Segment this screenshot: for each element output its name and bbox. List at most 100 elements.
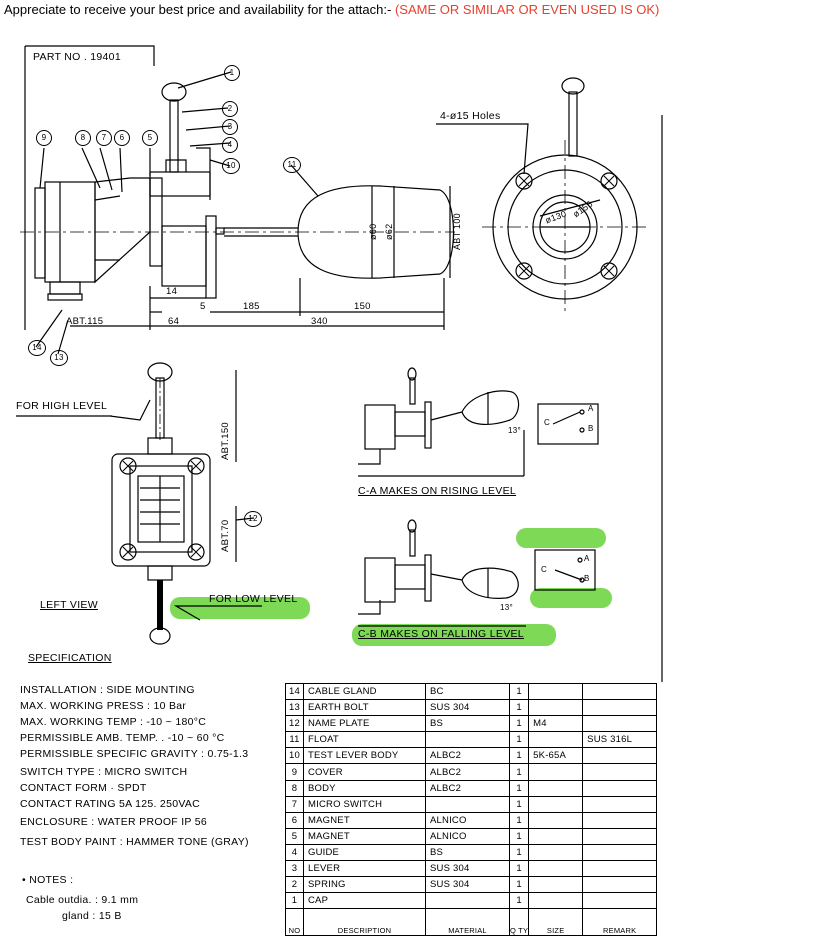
bom-cell-size <box>528 827 584 845</box>
bom-cell-mat: SUS 304 <box>425 860 510 878</box>
bom-cell-desc: MICRO SWITCH <box>303 795 426 813</box>
bom-cell-mat: BS <box>425 843 510 862</box>
bom-cell-size <box>528 731 584 749</box>
bom-cell-no: 12 <box>285 715 304 733</box>
bom-cell-remark <box>582 699 658 717</box>
bom-cell-desc: MAGNET <box>303 827 426 845</box>
angle-top: 13° <box>508 426 521 435</box>
bom-cell-remark <box>582 827 658 845</box>
bom-cell-size <box>528 779 584 797</box>
for-low-level: FOR LOW LEVEL <box>209 593 298 605</box>
bom-cell-qty: 1 <box>508 699 530 717</box>
bom-cell-qty: 1 <box>508 811 530 829</box>
part-number: PART NO . 19401 <box>33 51 121 63</box>
bom-header-size: SIZE <box>528 908 584 937</box>
bom-cell-size <box>528 811 584 829</box>
bom-cell-size <box>528 843 584 862</box>
highlight-for-low-level <box>170 597 310 619</box>
dim-150: 150 <box>354 301 371 312</box>
bom-cell-remark <box>582 860 658 878</box>
dim-185: 185 <box>243 301 260 312</box>
highlight-b-label <box>530 588 612 608</box>
spec-line: SWITCH TYPE : MICRO SWITCH <box>20 766 188 778</box>
dim-phi60: ø60 <box>368 223 378 240</box>
bom-cell-remark <box>582 843 658 862</box>
bom-cell-desc: FLOAT <box>303 731 426 749</box>
bom-cell-mat: SUS 304 <box>425 699 510 717</box>
holes-label: 4-ø15 Holes <box>440 110 501 122</box>
note-gland: gland : 15 B <box>62 910 122 922</box>
bom-header-mat: MATERIAL <box>425 908 510 937</box>
bom-cell-size <box>528 763 584 781</box>
bom-cell-desc: CAP <box>303 892 426 910</box>
bom-cell-remark <box>582 779 658 797</box>
bom-cell-remark <box>582 747 658 765</box>
bom-cell-size <box>528 860 584 878</box>
spec-line: CONTACT RATING 5A 125. 250VAC <box>20 798 201 810</box>
dim-340: 340 <box>311 316 328 327</box>
bom-cell-no: 1 <box>285 892 304 910</box>
balloon-14: 14 <box>28 340 46 356</box>
dim-abt150: ABT.150 <box>220 421 231 460</box>
bom-cell-no: 11 <box>285 731 304 749</box>
bom-cell-remark <box>582 682 658 701</box>
bom-cell-remark <box>582 892 658 910</box>
bom-cell-size <box>528 699 584 717</box>
bom-cell-remark: SUS 316L <box>582 731 658 749</box>
bom-header-remark: REMARK <box>582 908 658 937</box>
ca-contact-b: B <box>588 424 594 433</box>
bom-cell-desc: MAGNET <box>303 811 426 829</box>
bom-cell-mat: ALBC2 <box>425 763 510 781</box>
bom-cell-no: 13 <box>285 699 304 717</box>
dim-5: 5 <box>200 301 206 312</box>
bom-cell-qty: 1 <box>508 827 530 845</box>
note-cable: Cable outdia. : 9.1 mm <box>26 894 139 906</box>
bom-cell-no: 9 <box>285 763 304 781</box>
bom-cell-qty: 1 <box>508 892 530 910</box>
balloon-1: 1 <box>224 65 240 81</box>
bom-cell-desc: LEVER <box>303 860 426 878</box>
for-high-level: FOR HIGH LEVEL <box>16 400 108 412</box>
ca-contact-c: C <box>544 418 551 427</box>
bom-cell-mat: SUS 304 <box>425 876 510 894</box>
dim-phi62: ø62 <box>384 223 394 240</box>
bom-cell-no: 5 <box>285 827 304 845</box>
bom-cell-mat: ALNICO <box>425 811 510 829</box>
bom-header-qty: Q TY <box>508 908 530 937</box>
left-view-label: LEFT VIEW <box>40 599 98 611</box>
bom-cell-qty: 1 <box>508 682 530 701</box>
bom-header-no: NO <box>285 908 304 937</box>
bom-cell-mat: BC <box>425 682 510 701</box>
spec-line: CONTACT FORM · SPDT <box>20 782 147 794</box>
dim-abt70: ABT.70 <box>220 519 231 552</box>
spec-line: PERMISSIBLE SPECIFIC GRAVITY : 0.75-1.3 <box>20 748 249 760</box>
bom-cell-mat <box>425 795 510 813</box>
balloon-3: 3 <box>222 119 238 135</box>
bom-cell-mat: ALBC2 <box>425 779 510 797</box>
cb-contact-a: A <box>584 554 590 563</box>
bom-cell-no: 10 <box>285 747 304 765</box>
bom-header-desc: DESCRIPTION <box>303 908 426 937</box>
bom-cell-mat <box>425 892 510 910</box>
cb-contact-b: B <box>584 574 590 583</box>
bom-cell-qty: 1 <box>508 715 530 733</box>
bom-cell-size <box>528 876 584 894</box>
bom-cell-qty: 1 <box>508 747 530 765</box>
bom-cell-desc: NAME PLATE <box>303 715 426 733</box>
spec-line: ENCLOSURE : WATER PROOF IP 56 <box>20 816 208 828</box>
ca-caption: C-A MAKES ON RISING LEVEL <box>358 485 517 497</box>
bom-cell-qty: 1 <box>508 763 530 781</box>
spec-line: MAX. WORKING TEMP : -10 ~ 180°C <box>20 716 207 728</box>
bom-cell-remark <box>582 715 658 733</box>
